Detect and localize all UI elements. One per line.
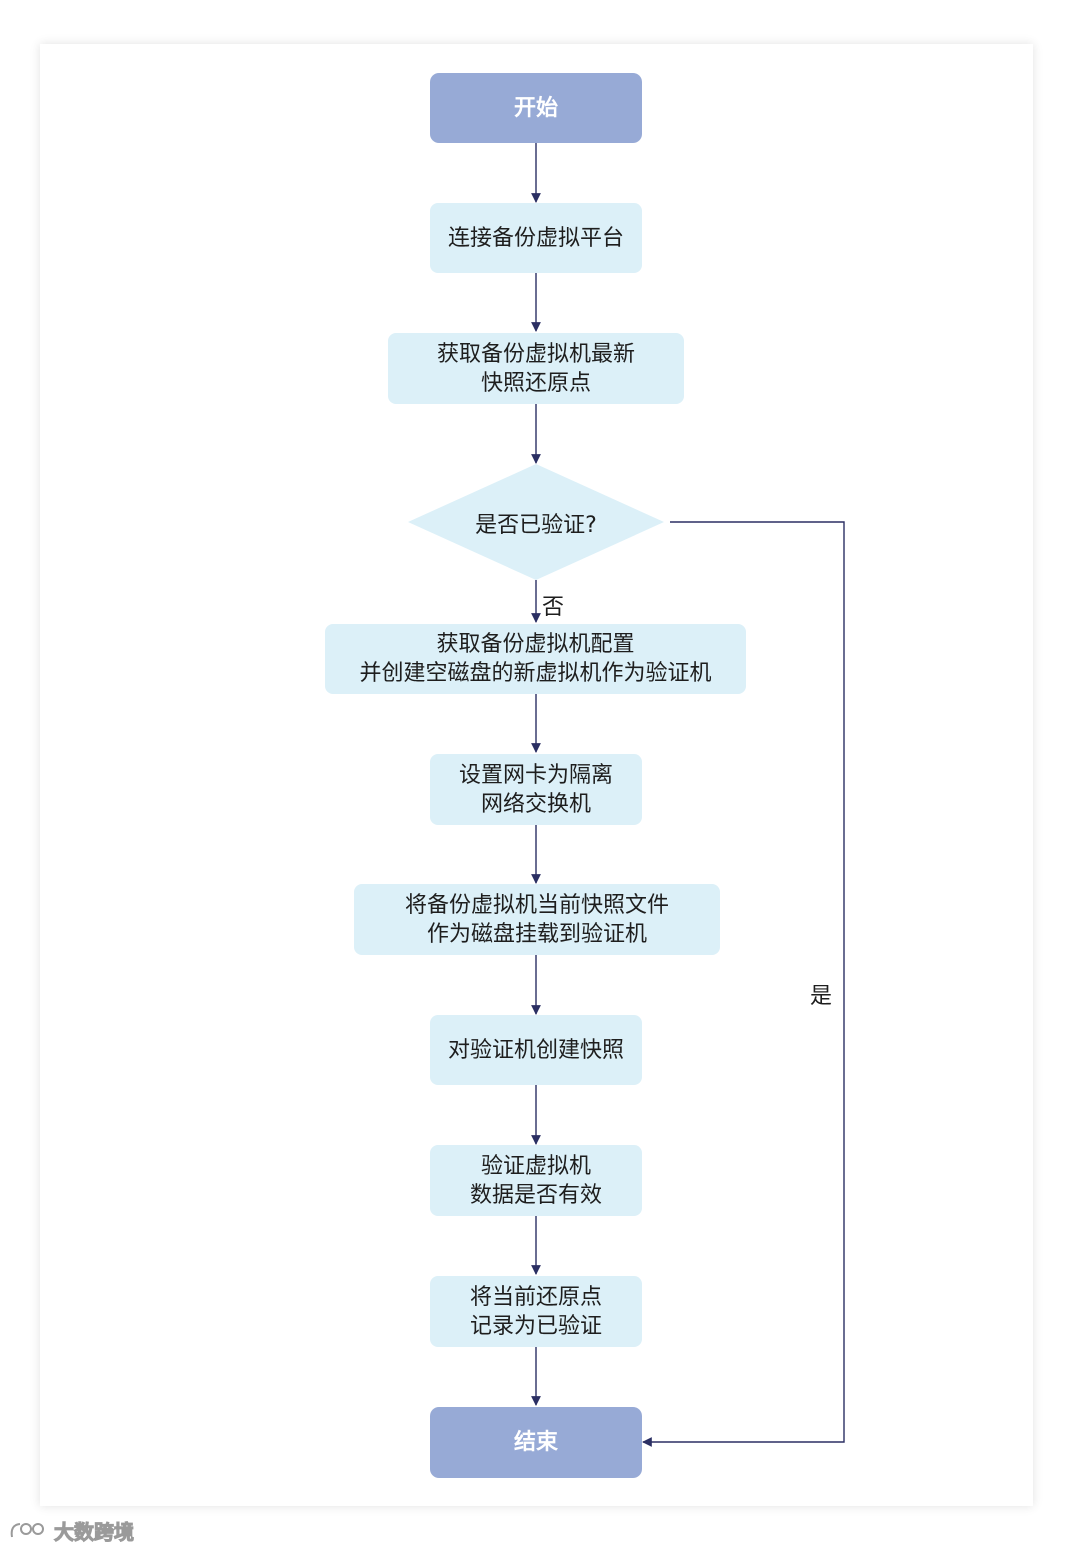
start-label: 开始: [513, 95, 558, 121]
step-connect-platform: 连接备份虚拟平台: [430, 203, 642, 273]
step-record-verified-line2: 记录为已验证: [469, 1313, 602, 1339]
step-create-verify-vm-line2: 并创建空磁盘的新虚拟机作为验证机: [359, 661, 712, 686]
step-get-snapshot-line2: 快照还原点: [480, 370, 591, 396]
decision-no-label: 否: [542, 595, 565, 620]
start-node: 开始: [430, 73, 642, 143]
watermark-logo-icon: [10, 1522, 44, 1537]
step-mount-snapshot-line2: 作为磁盘挂载到验证机: [426, 921, 647, 947]
step-get-snapshot-line1: 获取备份虚拟机最新: [436, 341, 635, 367]
end-label: 结束: [513, 1430, 558, 1455]
step-create-vm-snapshot-label: 对验证机创建快照: [447, 1037, 624, 1063]
step-mount-snapshot: 将备份虚拟机当前快照文件 作为磁盘挂载到验证机: [354, 884, 720, 955]
step-set-network-line1: 设置网卡为隔离: [458, 762, 613, 788]
step-set-network: 设置网卡为隔离 网络交换机: [430, 754, 642, 825]
step-get-snapshot: 获取备份虚拟机最新 快照还原点: [388, 333, 684, 404]
end-node: 结束: [430, 1407, 642, 1478]
step-validate-data-line2: 数据是否有效: [469, 1182, 602, 1208]
step-record-verified: 将当前还原点 记录为已验证: [430, 1276, 642, 1347]
step-set-network-line2: 网络交换机: [480, 791, 591, 817]
step-create-vm-snapshot: 对验证机创建快照: [430, 1015, 642, 1085]
step-record-verified-line1: 将当前还原点: [469, 1284, 602, 1310]
decision-label: 是否已验证?: [475, 513, 597, 538]
step-create-verify-vm: 获取备份虚拟机配置 并创建空磁盘的新虚拟机作为验证机: [325, 624, 746, 694]
decision-yes-label: 是: [810, 984, 833, 1009]
step-connect-label: 连接备份虚拟平台: [447, 225, 624, 251]
watermark-text: 大数跨境: [54, 1520, 135, 1545]
step-mount-snapshot-line1: 将备份虚拟机当前快照文件: [404, 892, 669, 918]
step-create-verify-vm-line1: 获取备份虚拟机配置: [436, 632, 635, 657]
step-validate-data: 验证虚拟机 数据是否有效: [430, 1145, 642, 1216]
step-validate-data-line1: 验证虚拟机: [480, 1153, 591, 1179]
watermark: 大数跨境: [8, 1516, 135, 1545]
